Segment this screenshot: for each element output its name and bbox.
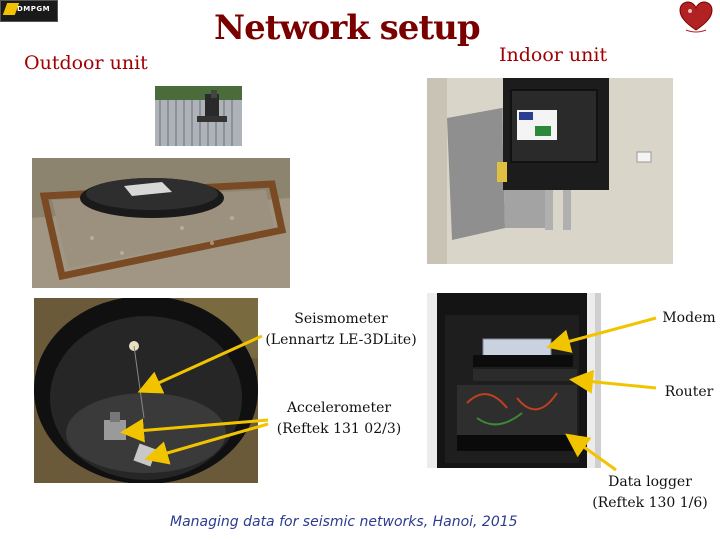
router-label: Router: [664, 384, 714, 400]
modem-arrow: [546, 316, 657, 353]
slide-footer: Managing data for seismic networks, Hano…: [170, 514, 518, 530]
accelerometer-arrow-2: [144, 422, 269, 465]
modem-label: Modem: [662, 310, 716, 326]
seismometer-name: Seismometer: [294, 311, 388, 327]
heart-logo-icon: [676, 0, 716, 34]
seismometer-model: (Lennartz LE-3DLite): [265, 332, 417, 348]
roof-photo: [155, 86, 242, 146]
datalogger-arrow: [565, 433, 617, 472]
outdoor-pit-photo: [32, 158, 290, 288]
accelerometer-label: Accelerometer (Reftek 131 02/3): [264, 398, 414, 440]
indoor-unit-label: Indoor unit: [499, 44, 608, 66]
logo-text: DMPGM: [17, 5, 51, 13]
indoor-cabinet-photo: [427, 78, 673, 264]
seismometer-label: Seismometer (Lennartz LE-3DLite): [256, 309, 426, 351]
datalogger-label: Data logger (Reftek 130 1/6): [580, 472, 720, 514]
accelerometer-model: (Reftek 131 02/3): [276, 421, 402, 437]
accelerometer-name: Accelerometer: [286, 400, 392, 416]
organization-logo: DMPGM: [0, 0, 58, 22]
page-title: Network setup: [214, 8, 481, 48]
accelerometer-arrow-1: [120, 418, 269, 443]
seismometer-arrow: [137, 334, 263, 394]
datalogger-name: Data logger: [608, 474, 692, 490]
router-arrow: [569, 369, 657, 394]
datalogger-model: (Reftek 130 1/6): [592, 495, 708, 511]
outdoor-unit-label: Outdoor unit: [24, 52, 148, 74]
